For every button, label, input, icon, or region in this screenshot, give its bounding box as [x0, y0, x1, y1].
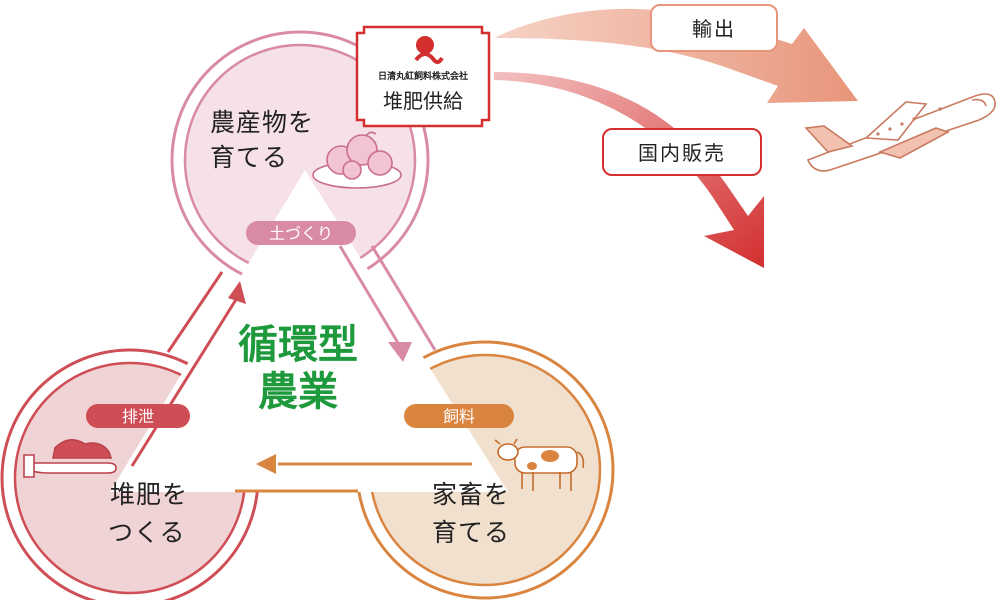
domestic-label: 国内販売	[638, 141, 726, 165]
livestock-label-line1: 家畜を	[432, 480, 510, 509]
export-label-box: 輸出	[650, 4, 778, 52]
airplane-icon	[804, 93, 996, 172]
compost-hand-icon	[23, 439, 117, 478]
center-title-line2: 農業	[258, 369, 338, 415]
center-title-line1: 循環型	[238, 322, 358, 368]
company-box: 日清丸紅飼料株式会社 堆肥供給	[355, 25, 491, 128]
cow-icon	[494, 438, 585, 491]
crops-badge: 土づくり	[246, 221, 356, 245]
compost-label-line2: つくる	[108, 518, 186, 547]
export-arrow	[494, 8, 858, 104]
arrow-to-crops	[228, 281, 246, 304]
company-label: 堆肥供給	[383, 89, 463, 113]
vegetable-plate-icon	[312, 131, 402, 189]
livestock-badge-label: 飼料	[443, 407, 475, 426]
arrow-to-compost	[256, 454, 276, 474]
crops-badge-label: 土づくり	[269, 224, 333, 243]
company-logo-icon	[414, 36, 444, 65]
crops-label-line1: 農産物を	[210, 108, 314, 137]
livestock-label-line2: 育てる	[432, 518, 510, 547]
livestock-badge: 飼料	[404, 404, 514, 428]
export-label: 輸出	[692, 17, 736, 41]
compost-badge-label: 排泄	[122, 407, 154, 426]
compost-label-line1: 堆肥を	[110, 480, 188, 509]
compost-badge: 排泄	[86, 404, 190, 428]
arrow-to-livestock	[388, 342, 412, 362]
company-name: 日清丸紅飼料株式会社	[378, 70, 468, 82]
crops-label-line2: 育てる	[210, 143, 288, 172]
domestic-label-box: 国内販売	[602, 128, 762, 176]
